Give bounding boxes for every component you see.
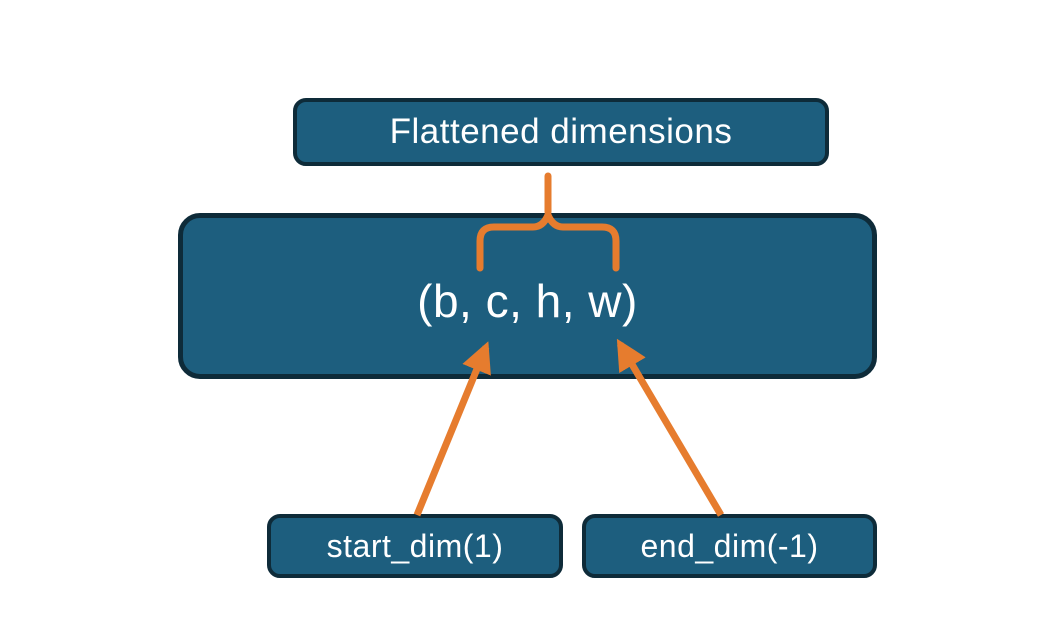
node-flattened-dimensions-label: Flattened dimensions — [389, 112, 733, 151]
node-tensor-shape-label: (b, c, h, w) — [417, 275, 638, 327]
node-end-dim: end_dim(-1) — [582, 514, 877, 578]
node-flattened-dimensions: Flattened dimensions — [293, 98, 829, 166]
node-start-dim: start_dim(1) — [267, 514, 563, 578]
node-end-dim-label: end_dim(-1) — [640, 527, 819, 564]
node-start-dim-label: start_dim(1) — [326, 527, 504, 564]
node-tensor-shape: (b, c, h, w) — [178, 213, 877, 379]
